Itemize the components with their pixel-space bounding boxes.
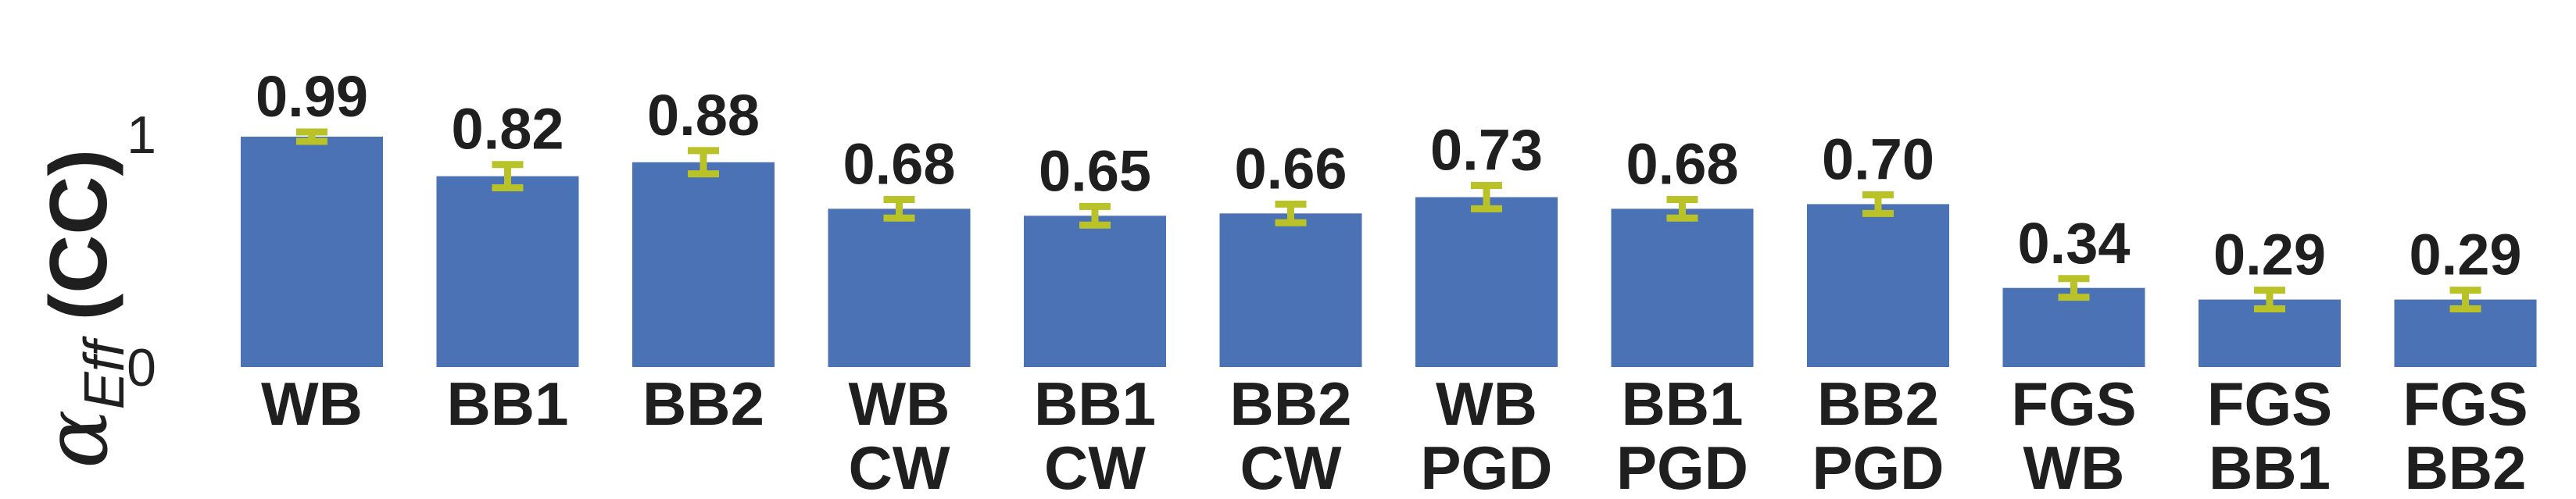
bars (241, 136, 2537, 368)
bar (1024, 216, 1166, 367)
x-tick-label: BB1 (1621, 369, 1743, 438)
error-bar (2254, 287, 2285, 312)
data-label: 0.73 (1430, 118, 1543, 183)
x-tick-label: CW (849, 433, 950, 499)
data-label: 0.66 (1234, 136, 1347, 201)
error-bar (1275, 200, 1307, 226)
data-label: 0.82 (451, 97, 564, 162)
error-bar (883, 195, 915, 222)
error-bar (296, 128, 327, 145)
error-bar (492, 161, 524, 192)
x-tick-label: CW (1240, 433, 1342, 499)
x-tick-label: CW (1044, 433, 1146, 499)
y-axis-label: αEff (CC) (26, 149, 136, 469)
y-axis-label-unit: (CC) (34, 149, 124, 320)
x-tick-label: BB2 (2404, 433, 2526, 499)
x-tick-label: BB1 (1034, 369, 1156, 438)
data-label: 0.68 (843, 131, 955, 196)
x-tick-label: BB2 (1817, 369, 1939, 438)
x-tick-label: PGD (1420, 433, 1552, 499)
x-tick-label: WB (2023, 433, 2125, 499)
y-axis-label-subscript: Eff (73, 335, 136, 409)
data-label: 0.65 (1039, 138, 1151, 203)
bar (1807, 204, 1949, 367)
data-label: 0.99 (256, 64, 368, 129)
x-tick-label: BB2 (642, 369, 764, 438)
error-bar (1471, 182, 1502, 212)
error-bar (1862, 191, 1894, 217)
bar (241, 136, 383, 368)
data-label: 0.29 (2213, 223, 2326, 287)
bar (436, 176, 579, 367)
data-label: 0.88 (647, 83, 760, 148)
bar (1415, 197, 1558, 367)
data-label: 0.70 (1822, 127, 1934, 191)
x-tick-label: PGD (1616, 433, 1748, 499)
y-axis-ticks: 01 (127, 105, 156, 397)
x-tick-label: WB (1436, 369, 1537, 438)
error-bar (2449, 287, 2481, 312)
x-tick-label: WB (261, 369, 363, 438)
x-tick-label: FGS (2011, 369, 2136, 438)
y-axis-label-symbol: α (26, 409, 127, 469)
error-bars (296, 128, 2481, 312)
bar (1219, 213, 1362, 367)
data-label: 0.34 (2017, 211, 2130, 276)
error-bar (688, 147, 719, 178)
error-bar (2058, 275, 2090, 301)
bar (1611, 209, 1754, 367)
error-bar (1666, 195, 1698, 222)
x-tick-label: BB1 (2209, 433, 2331, 499)
error-bar (1079, 202, 1111, 229)
x-tick-label: FGS (2402, 369, 2528, 438)
data-label: 0.29 (2409, 223, 2521, 287)
x-tick-label: BB1 (446, 369, 568, 438)
x-tick-label: PGD (1812, 433, 1944, 499)
x-tick-label: FGS (2207, 369, 2332, 438)
x-tick-label: WB (849, 369, 950, 438)
bar (2002, 287, 2145, 367)
y-tick-label: 1 (127, 105, 156, 165)
data-label: 0.68 (1626, 131, 1738, 196)
bar (828, 209, 971, 367)
svg-text:αEff(CC): αEff (CC) (26, 149, 136, 469)
value-labels: 0.99 0.82 0.88 0.68 0.65 0.66 0.73 0.68 0.70 0.34… (256, 64, 2522, 287)
y-tick-label: 0 (127, 338, 156, 397)
x-tick-label: BB2 (1229, 369, 1351, 438)
bar (632, 162, 775, 367)
